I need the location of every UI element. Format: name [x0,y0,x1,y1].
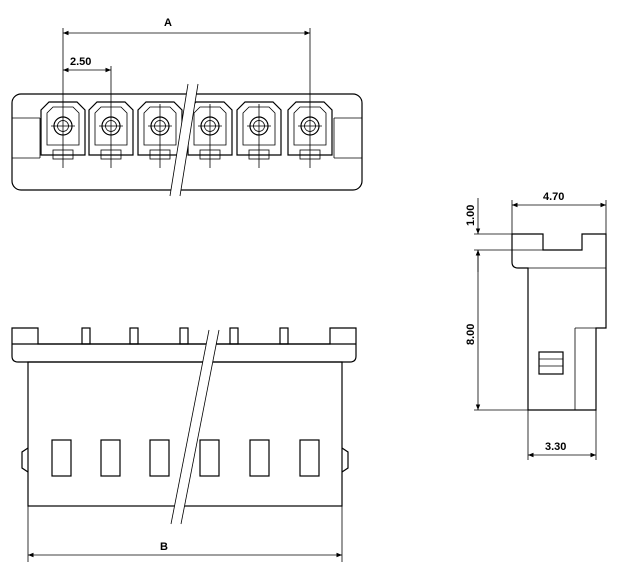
lock-window [299,439,320,477]
contact-post [279,327,289,345]
cavity-3 [137,101,183,168]
contact-post [179,327,189,345]
break-line [170,329,210,525]
break-line [169,83,189,197]
top-view: A 2.50 [11,17,363,197]
dimension-a-label: A [164,17,172,29]
dimension-height-label: 8.00 [465,324,477,345]
lock-window [249,439,270,477]
contact-post [81,327,91,345]
contact-post [129,327,139,345]
cavity-4 [187,101,233,168]
cavity-2 [88,101,134,168]
top-view-cavities [40,101,333,168]
lock-window [199,439,220,477]
break-line [179,83,199,197]
cavity-5 [236,101,282,168]
dimension-step-label: 1.00 [465,205,477,226]
cavity-6 [287,101,333,168]
lock-window [149,439,170,477]
lock-window [100,439,121,477]
lock-window [51,439,72,477]
front-view-body [27,361,343,507]
dimension-pitch-label: 2.50 [70,56,91,68]
latch [538,351,564,375]
dimension-b-label: B [160,541,168,553]
side-view-outline [511,233,607,411]
cavity-1 [40,101,86,168]
contact-post [229,327,239,345]
break-line [180,329,220,525]
side-view: 4.70 1.00 8.00 3.30 [465,191,607,460]
dimension-width-label: 4.70 [543,191,564,203]
front-view: B [11,327,357,562]
dimension-base-label: 3.30 [545,441,566,453]
